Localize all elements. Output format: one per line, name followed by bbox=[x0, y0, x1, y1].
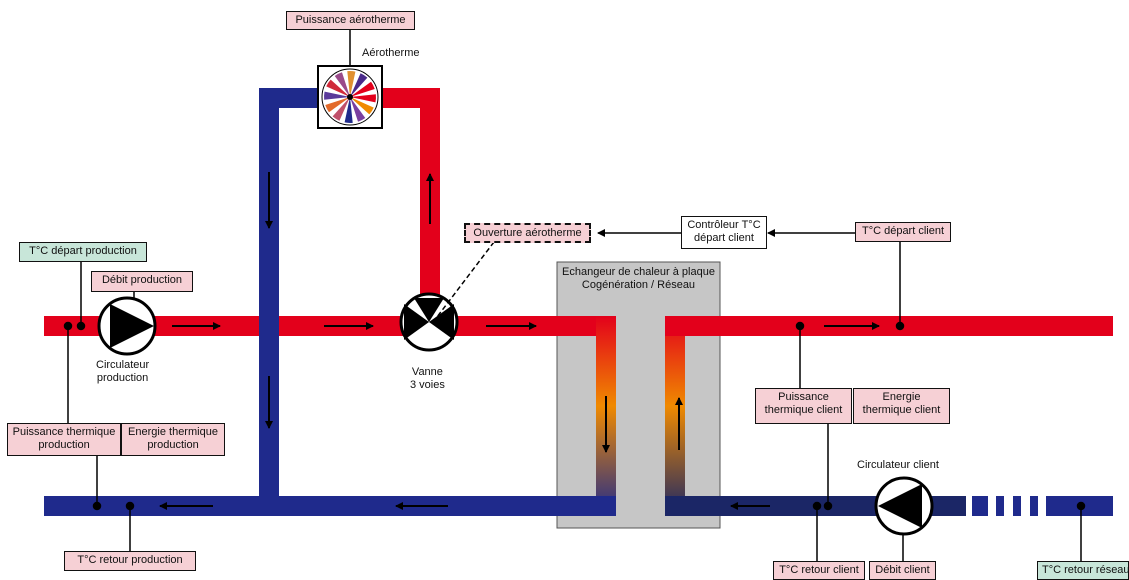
label-energie-thermique-client: Energie thermique client bbox=[853, 388, 950, 424]
label-line: Energie thermique bbox=[128, 426, 218, 438]
label-vanne: Vanne 3 voies bbox=[410, 366, 445, 392]
label-line: production bbox=[147, 439, 199, 451]
label-line: thermique client bbox=[764, 404, 843, 416]
flow-arrows bbox=[159, 172, 880, 510]
label-aerotherme: Aérotherme bbox=[362, 47, 420, 59]
label-temp-retour-production: T°C retour production bbox=[64, 551, 196, 571]
network-return-dash-3 bbox=[1013, 496, 1021, 516]
label-line: production bbox=[38, 439, 90, 451]
label-debit-production: Débit production bbox=[91, 271, 193, 292]
heat-exchanger bbox=[556, 261, 721, 529]
sensor-lines bbox=[63, 28, 1086, 562]
label-puissance-aerotherme: Puissance aérotherme bbox=[286, 11, 415, 30]
label-temp-retour-client: T°C retour client bbox=[773, 561, 865, 580]
fan-blade bbox=[325, 97, 350, 113]
label-ouverture-aerotherme: Ouverture aérotherme bbox=[464, 223, 591, 243]
label-line: Puissance bbox=[778, 391, 829, 403]
label-temp-retour-reseau: T°C retour réseau bbox=[1037, 561, 1129, 580]
label-line: Echangeur de chaleur à plaque bbox=[562, 266, 715, 278]
pump-icon bbox=[97, 296, 157, 356]
label-puissance-thermique-production: Puissance thermique production bbox=[7, 423, 121, 456]
client-supply-pipe bbox=[665, 316, 1113, 336]
label-line: Cogénération / Réseau bbox=[581, 279, 696, 291]
network-return-dash-4 bbox=[1030, 496, 1038, 516]
label-line: thermique client bbox=[862, 404, 941, 416]
label-line: départ client bbox=[694, 232, 754, 244]
fan-blade bbox=[326, 79, 350, 97]
fan-blade bbox=[347, 71, 356, 97]
exchanger-secondary-channel bbox=[665, 316, 685, 516]
label-circulateur-client: Circulateur client bbox=[857, 459, 939, 471]
label-temp-depart-client: T°C départ client bbox=[855, 222, 951, 242]
label-circulateur-production: Circulateur production bbox=[96, 359, 149, 385]
fan-icon bbox=[317, 65, 383, 129]
fan-blade bbox=[350, 73, 368, 97]
cold-return-pipe bbox=[44, 496, 616, 516]
fan-blade bbox=[350, 81, 375, 97]
label-temp-depart-production: T°C départ production bbox=[19, 242, 147, 262]
label-line: Circulateur bbox=[96, 359, 150, 371]
label-line: production bbox=[96, 372, 149, 384]
label-echangeur: Echangeur de chaleur à plaque Cogénérati… bbox=[557, 266, 720, 292]
label-line: Puissance thermique bbox=[12, 426, 116, 438]
label-energie-thermique-production: Energie thermique production bbox=[121, 423, 225, 456]
fan-blade bbox=[350, 97, 366, 122]
fan-blade bbox=[324, 91, 350, 100]
aerotherme-return-vertical bbox=[259, 88, 279, 516]
network-return-dash-1 bbox=[972, 496, 988, 516]
label-line: 3 voies bbox=[410, 379, 445, 391]
label-controleur-temp: Contrôleur T°C départ client bbox=[681, 216, 767, 249]
label-debit-client: Débit client bbox=[869, 561, 936, 580]
label-line: Vanne bbox=[411, 366, 443, 378]
fan-blade bbox=[332, 97, 350, 121]
label-line: Energie bbox=[882, 391, 921, 403]
pump-icon bbox=[874, 476, 934, 536]
label-line: Contrôleur T°C bbox=[687, 219, 761, 231]
fan-blade bbox=[334, 72, 350, 97]
fan-blade bbox=[350, 94, 376, 103]
network-return-dash-2 bbox=[996, 496, 1004, 516]
fan-blade bbox=[350, 97, 374, 115]
label-puissance-thermique-client: Puissance thermique client bbox=[755, 388, 852, 424]
fan-blade bbox=[344, 97, 353, 123]
